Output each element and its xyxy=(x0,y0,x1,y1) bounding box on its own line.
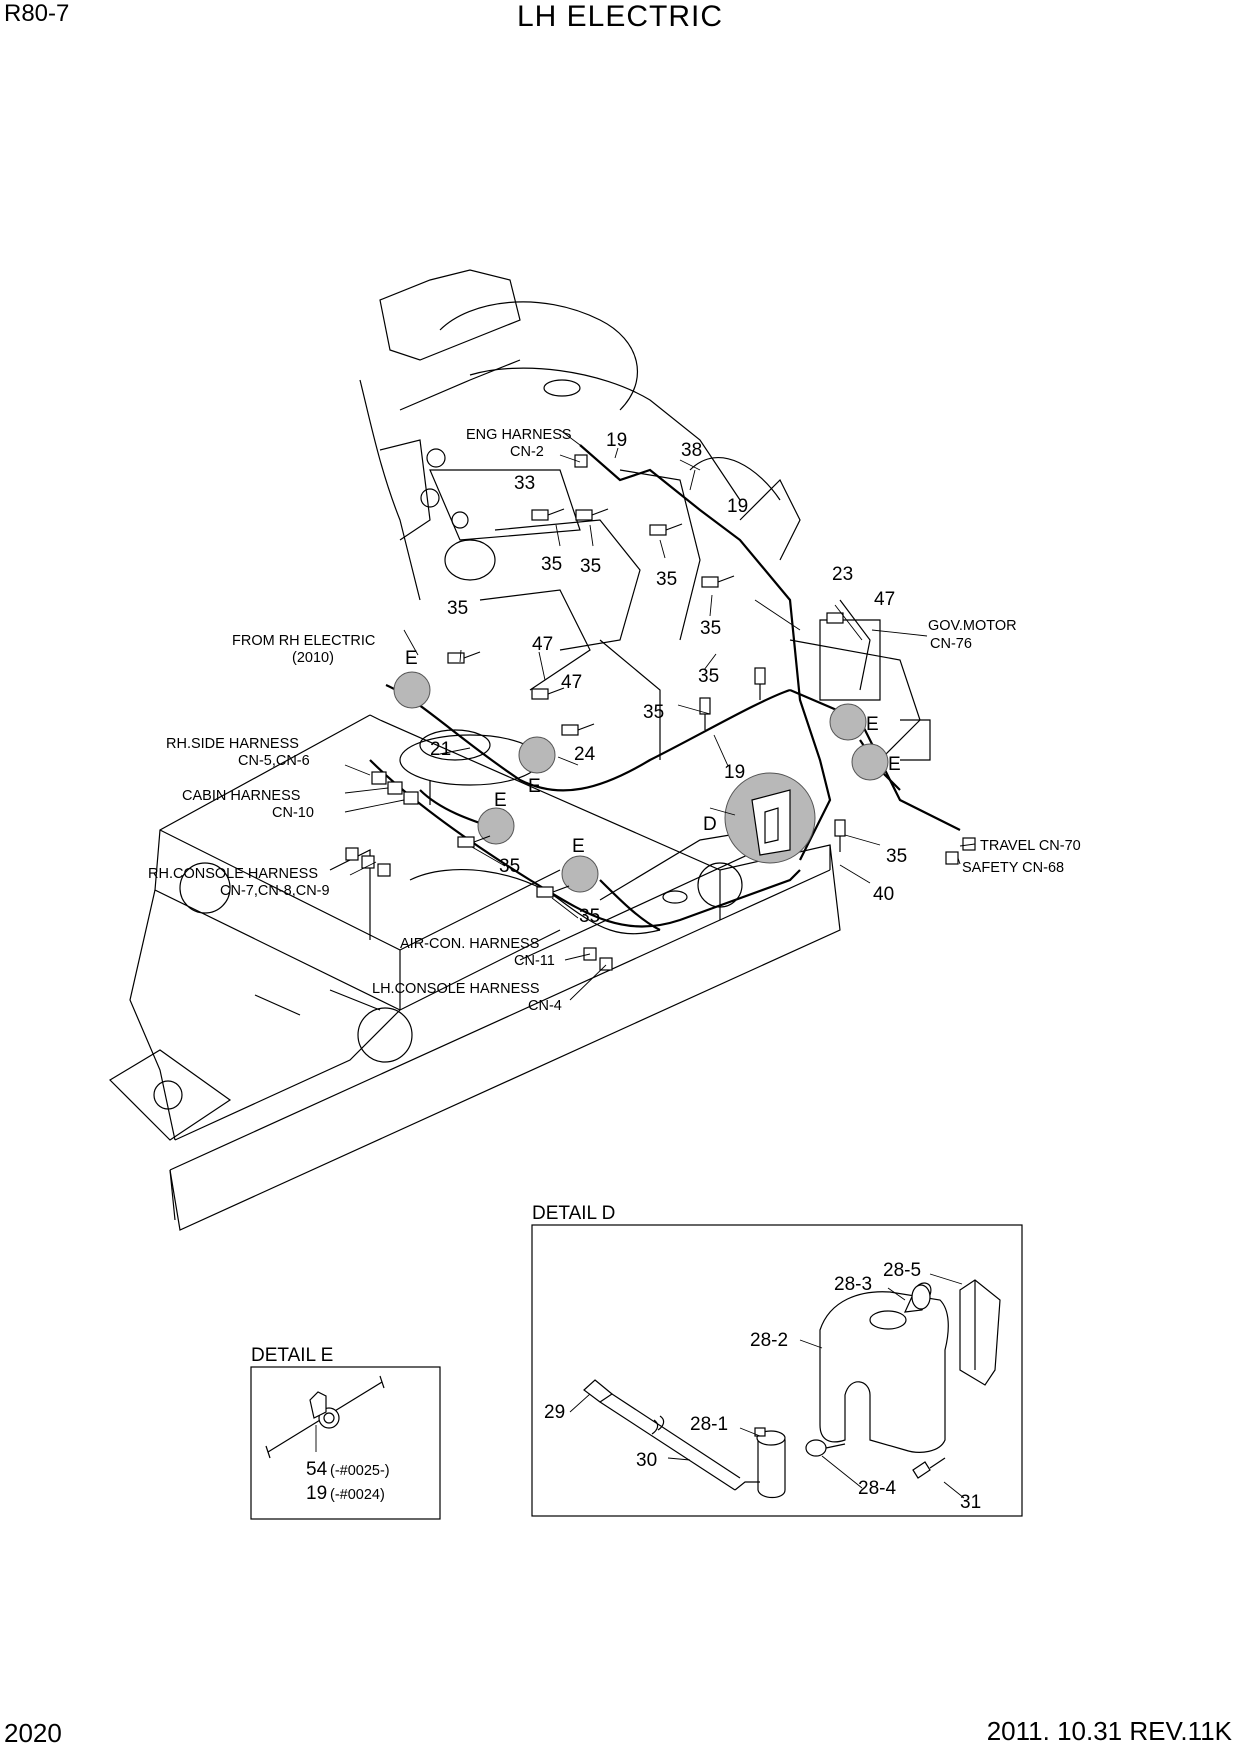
clamp-markers xyxy=(393,671,889,893)
callout-38: 38 xyxy=(681,440,702,461)
detail-e: DETAIL E 54 (-#0025-) 19 (-#0024) xyxy=(250,1345,441,1520)
air-con-harness-label: AIR-CON. HARNESS xyxy=(400,936,539,952)
connectors xyxy=(345,454,976,971)
callout-group: 19 38 33 19 35 35 35 23 47 35 35 47 35 4… xyxy=(405,430,907,927)
detail-e-line2-serial: (-#0024) xyxy=(330,1487,385,1503)
detail-e-line2-part: 19 xyxy=(306,1483,327,1504)
callout-35: 35 xyxy=(447,598,468,619)
engine-outline xyxy=(359,269,931,761)
callout-35: 35 xyxy=(541,554,562,575)
callout-35: 35 xyxy=(698,666,719,687)
detail-d-label-31: 31 xyxy=(960,1492,981,1513)
callout-21: 21 xyxy=(430,739,451,760)
page-number: 2020 xyxy=(4,1718,62,1748)
callout-e: E xyxy=(866,714,879,735)
callout-35: 35 xyxy=(886,846,907,867)
gov-motor-label: GOV.MOTOR xyxy=(928,618,1017,634)
callout-35: 35 xyxy=(643,702,664,723)
eng-harness-cn-label: CN-2 xyxy=(510,444,544,460)
callout-47: 47 xyxy=(561,672,582,693)
callout-35: 35 xyxy=(656,569,677,590)
from-rh-electric-label: FROM RH ELECTRIC xyxy=(232,633,375,649)
callout-35: 35 xyxy=(579,906,600,927)
callout-d: D xyxy=(703,814,717,835)
callout-35: 35 xyxy=(580,556,601,577)
detail-d-label-28-2: 28-2 xyxy=(750,1330,788,1351)
upper-frame-outline xyxy=(109,714,841,1231)
detail-e-line1-serial: (-#0025-) xyxy=(330,1463,390,1479)
detail-d: DETAIL D 28-5 xyxy=(531,1203,1023,1517)
callout-19: 19 xyxy=(724,762,745,783)
detail-e-title: DETAIL E xyxy=(251,1345,333,1366)
safety-label: SAFETY CN-68 xyxy=(962,860,1064,876)
callout-24: 24 xyxy=(574,744,596,765)
rh-console-harness-label: RH.CONSOLE HARNESS xyxy=(148,866,318,882)
air-con-harness-cn-label: CN-11 xyxy=(514,953,555,969)
callout-e: E xyxy=(528,776,541,797)
callout-19: 19 xyxy=(727,496,748,517)
page-title: LH ELECTRIC xyxy=(516,0,724,33)
cabin-harness-label: CABIN HARNESS xyxy=(182,788,300,804)
detail-d-label-28-3: 28-3 xyxy=(834,1274,872,1295)
bolts xyxy=(447,508,846,898)
rh-side-harness-label: RH.SIDE HARNESS xyxy=(166,736,299,752)
revision-date: 2011. 10.31 REV.11K xyxy=(986,1716,1232,1746)
travel-label: TRAVEL CN-70 xyxy=(980,838,1081,854)
connector-label-group: ENG HARNESS CN-2 FROM RH ELECTRIC (2010)… xyxy=(148,427,1081,1014)
detail-d-label-30: 30 xyxy=(636,1450,657,1471)
callout-23: 23 xyxy=(832,564,853,585)
callout-e: E xyxy=(572,836,585,857)
callout-e: E xyxy=(494,790,507,811)
cabin-harness-cn-label: CN-10 xyxy=(272,805,314,821)
rh-side-harness-cn-label: CN-5,CN-6 xyxy=(238,753,310,769)
callout-47: 47 xyxy=(532,634,553,655)
callout-35: 35 xyxy=(700,618,721,639)
detail-d-label-28-5: 28-5 xyxy=(883,1260,921,1281)
model-code: R80-7 xyxy=(4,0,70,27)
callout-35: 35 xyxy=(499,856,520,877)
detail-d-title: DETAIL D xyxy=(532,1203,615,1224)
detail-d-label-28-1: 28-1 xyxy=(690,1414,728,1435)
gov-motor-cn-label: CN-76 xyxy=(930,636,972,652)
rh-console-harness-cn-label: CN-7,CN-8,CN-9 xyxy=(220,883,330,899)
callout-40: 40 xyxy=(873,884,894,905)
lh-console-harness-cn-label: CN-4 xyxy=(528,998,562,1014)
leader-lines xyxy=(344,429,976,1001)
callout-47: 47 xyxy=(874,589,895,610)
main-wire-harness xyxy=(369,444,961,931)
callout-e: E xyxy=(405,648,418,669)
callout-e: E xyxy=(888,754,901,775)
callout-33: 33 xyxy=(514,473,535,494)
from-rh-electric-ref-label: (2010) xyxy=(292,650,334,666)
detail-e-line1-part: 54 xyxy=(306,1459,328,1480)
callout-19: 19 xyxy=(606,430,627,451)
washer-tank-shape xyxy=(751,789,791,856)
eng-harness-label: ENG HARNESS xyxy=(466,427,572,443)
detail-d-label-28-4: 28-4 xyxy=(858,1478,896,1499)
lh-console-harness-label: LH.CONSOLE HARNESS xyxy=(372,981,540,997)
detail-d-label-29: 29 xyxy=(544,1402,565,1423)
